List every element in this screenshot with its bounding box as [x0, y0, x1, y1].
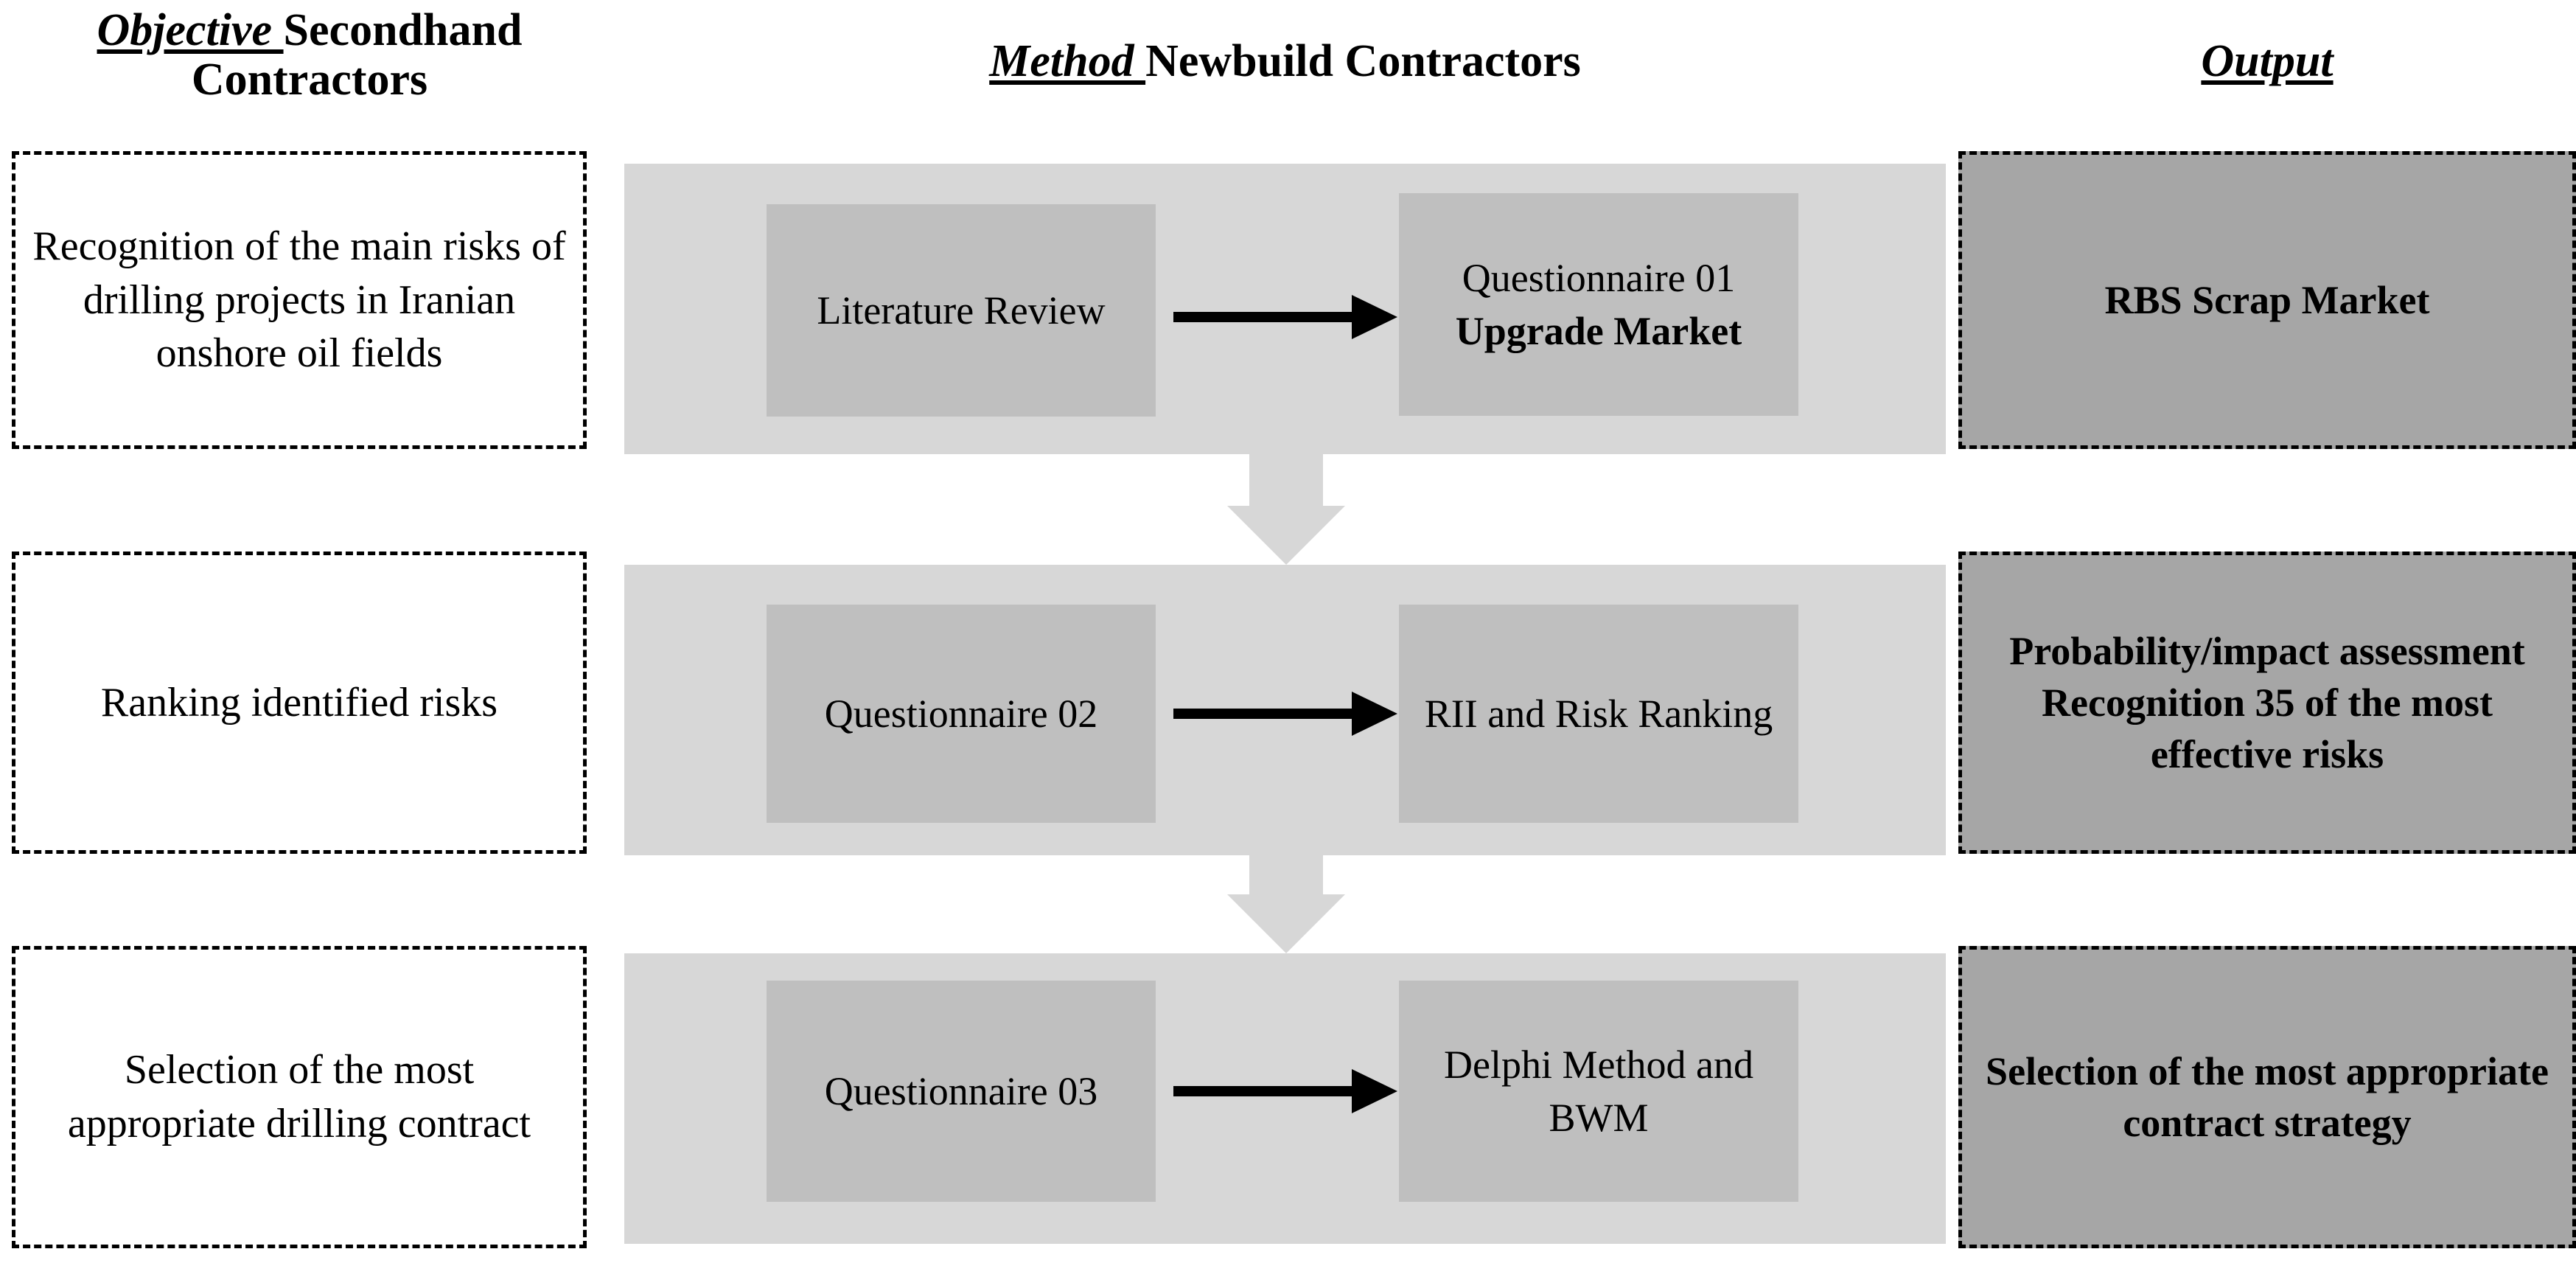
output-box-row-1: RBS Scrap Market	[1958, 151, 2576, 449]
method-box-rii-risk-ranking: RII and Risk Ranking	[1399, 605, 1798, 823]
method-box-literature-review: Literature Review	[767, 204, 1156, 417]
down-arrow-row1-to-row2	[1227, 454, 1345, 565]
right-arrow-row-2	[1173, 692, 1397, 736]
arrow-head-icon	[1352, 1069, 1397, 1113]
method-box-text: Questionnaire 03	[824, 1068, 1098, 1113]
column-header-method: Method Newbuild Contractors	[624, 37, 1946, 86]
objective-box-row-1: Recognition of the main risks of drillin…	[12, 151, 587, 449]
objective-box-row-3: Selection of the most appropriate drilli…	[12, 946, 587, 1248]
output-box-row-2: Probability/impact assessment Recognitio…	[1958, 552, 2576, 854]
output-text: Selection of the most appropriate contra…	[1986, 1048, 2549, 1145]
down-arrow-row2-to-row3	[1227, 855, 1345, 953]
method-box-text: Delphi Method and BWM	[1444, 1042, 1753, 1140]
column-header-method-keyword: Method	[989, 36, 1146, 86]
output-text: Probability/impact assessment Recognitio…	[2009, 628, 2525, 777]
arrow-shaft	[1173, 709, 1353, 719]
column-header-objective-rest: Secondhand Contractors	[191, 5, 523, 105]
down-arrow-head	[1227, 506, 1345, 565]
method-box-text: Literature Review	[817, 288, 1106, 333]
objective-box-row-2: Ranking identified risks	[12, 552, 587, 854]
objective-text: Selection of the most appropriate drilli…	[67, 1047, 531, 1147]
arrow-shaft	[1173, 1086, 1353, 1096]
method-box-text-wrapper: Questionnaire 01 Upgrade Market	[1409, 251, 1788, 358]
down-arrow-shaft	[1249, 855, 1323, 894]
column-header-objective-keyword: Objective	[97, 5, 284, 55]
right-arrow-row-3	[1173, 1069, 1397, 1113]
method-box-delphi-bwm: Delphi Method and BWM	[1399, 981, 1798, 1202]
method-box-questionnaire-03: Questionnaire 03	[767, 981, 1156, 1202]
column-header-method-rest: Newbuild Contractors	[1145, 36, 1581, 86]
method-box-text: RII and Risk Ranking	[1424, 691, 1773, 736]
objective-text: Recognition of the main risks of drillin…	[32, 223, 566, 377]
down-arrow-head	[1227, 894, 1345, 953]
method-box-text: Questionnaire 02	[824, 691, 1098, 736]
arrow-shaft	[1173, 312, 1353, 322]
right-arrow-row-1	[1173, 295, 1397, 339]
column-header-objective: Objective Secondhand Contractors	[0, 6, 619, 105]
method-box-questionnaire-01: Questionnaire 01 Upgrade Market	[1399, 193, 1798, 416]
column-header-output-keyword: Output	[2201, 36, 2334, 86]
objective-text: Ranking identified risks	[100, 679, 498, 726]
arrow-head-icon	[1352, 692, 1397, 736]
down-arrow-shaft	[1249, 454, 1323, 506]
method-box-text-plain: Questionnaire 01	[1462, 255, 1736, 300]
method-box-questionnaire-02: Questionnaire 02	[767, 605, 1156, 823]
method-box-text-bold: Upgrade Market	[1455, 309, 1742, 353]
column-header-output: Output	[1958, 37, 2576, 86]
output-box-row-3: Selection of the most appropriate contra…	[1958, 946, 2576, 1248]
arrow-head-icon	[1352, 295, 1397, 339]
output-text: RBS Scrap Market	[2104, 277, 2430, 322]
